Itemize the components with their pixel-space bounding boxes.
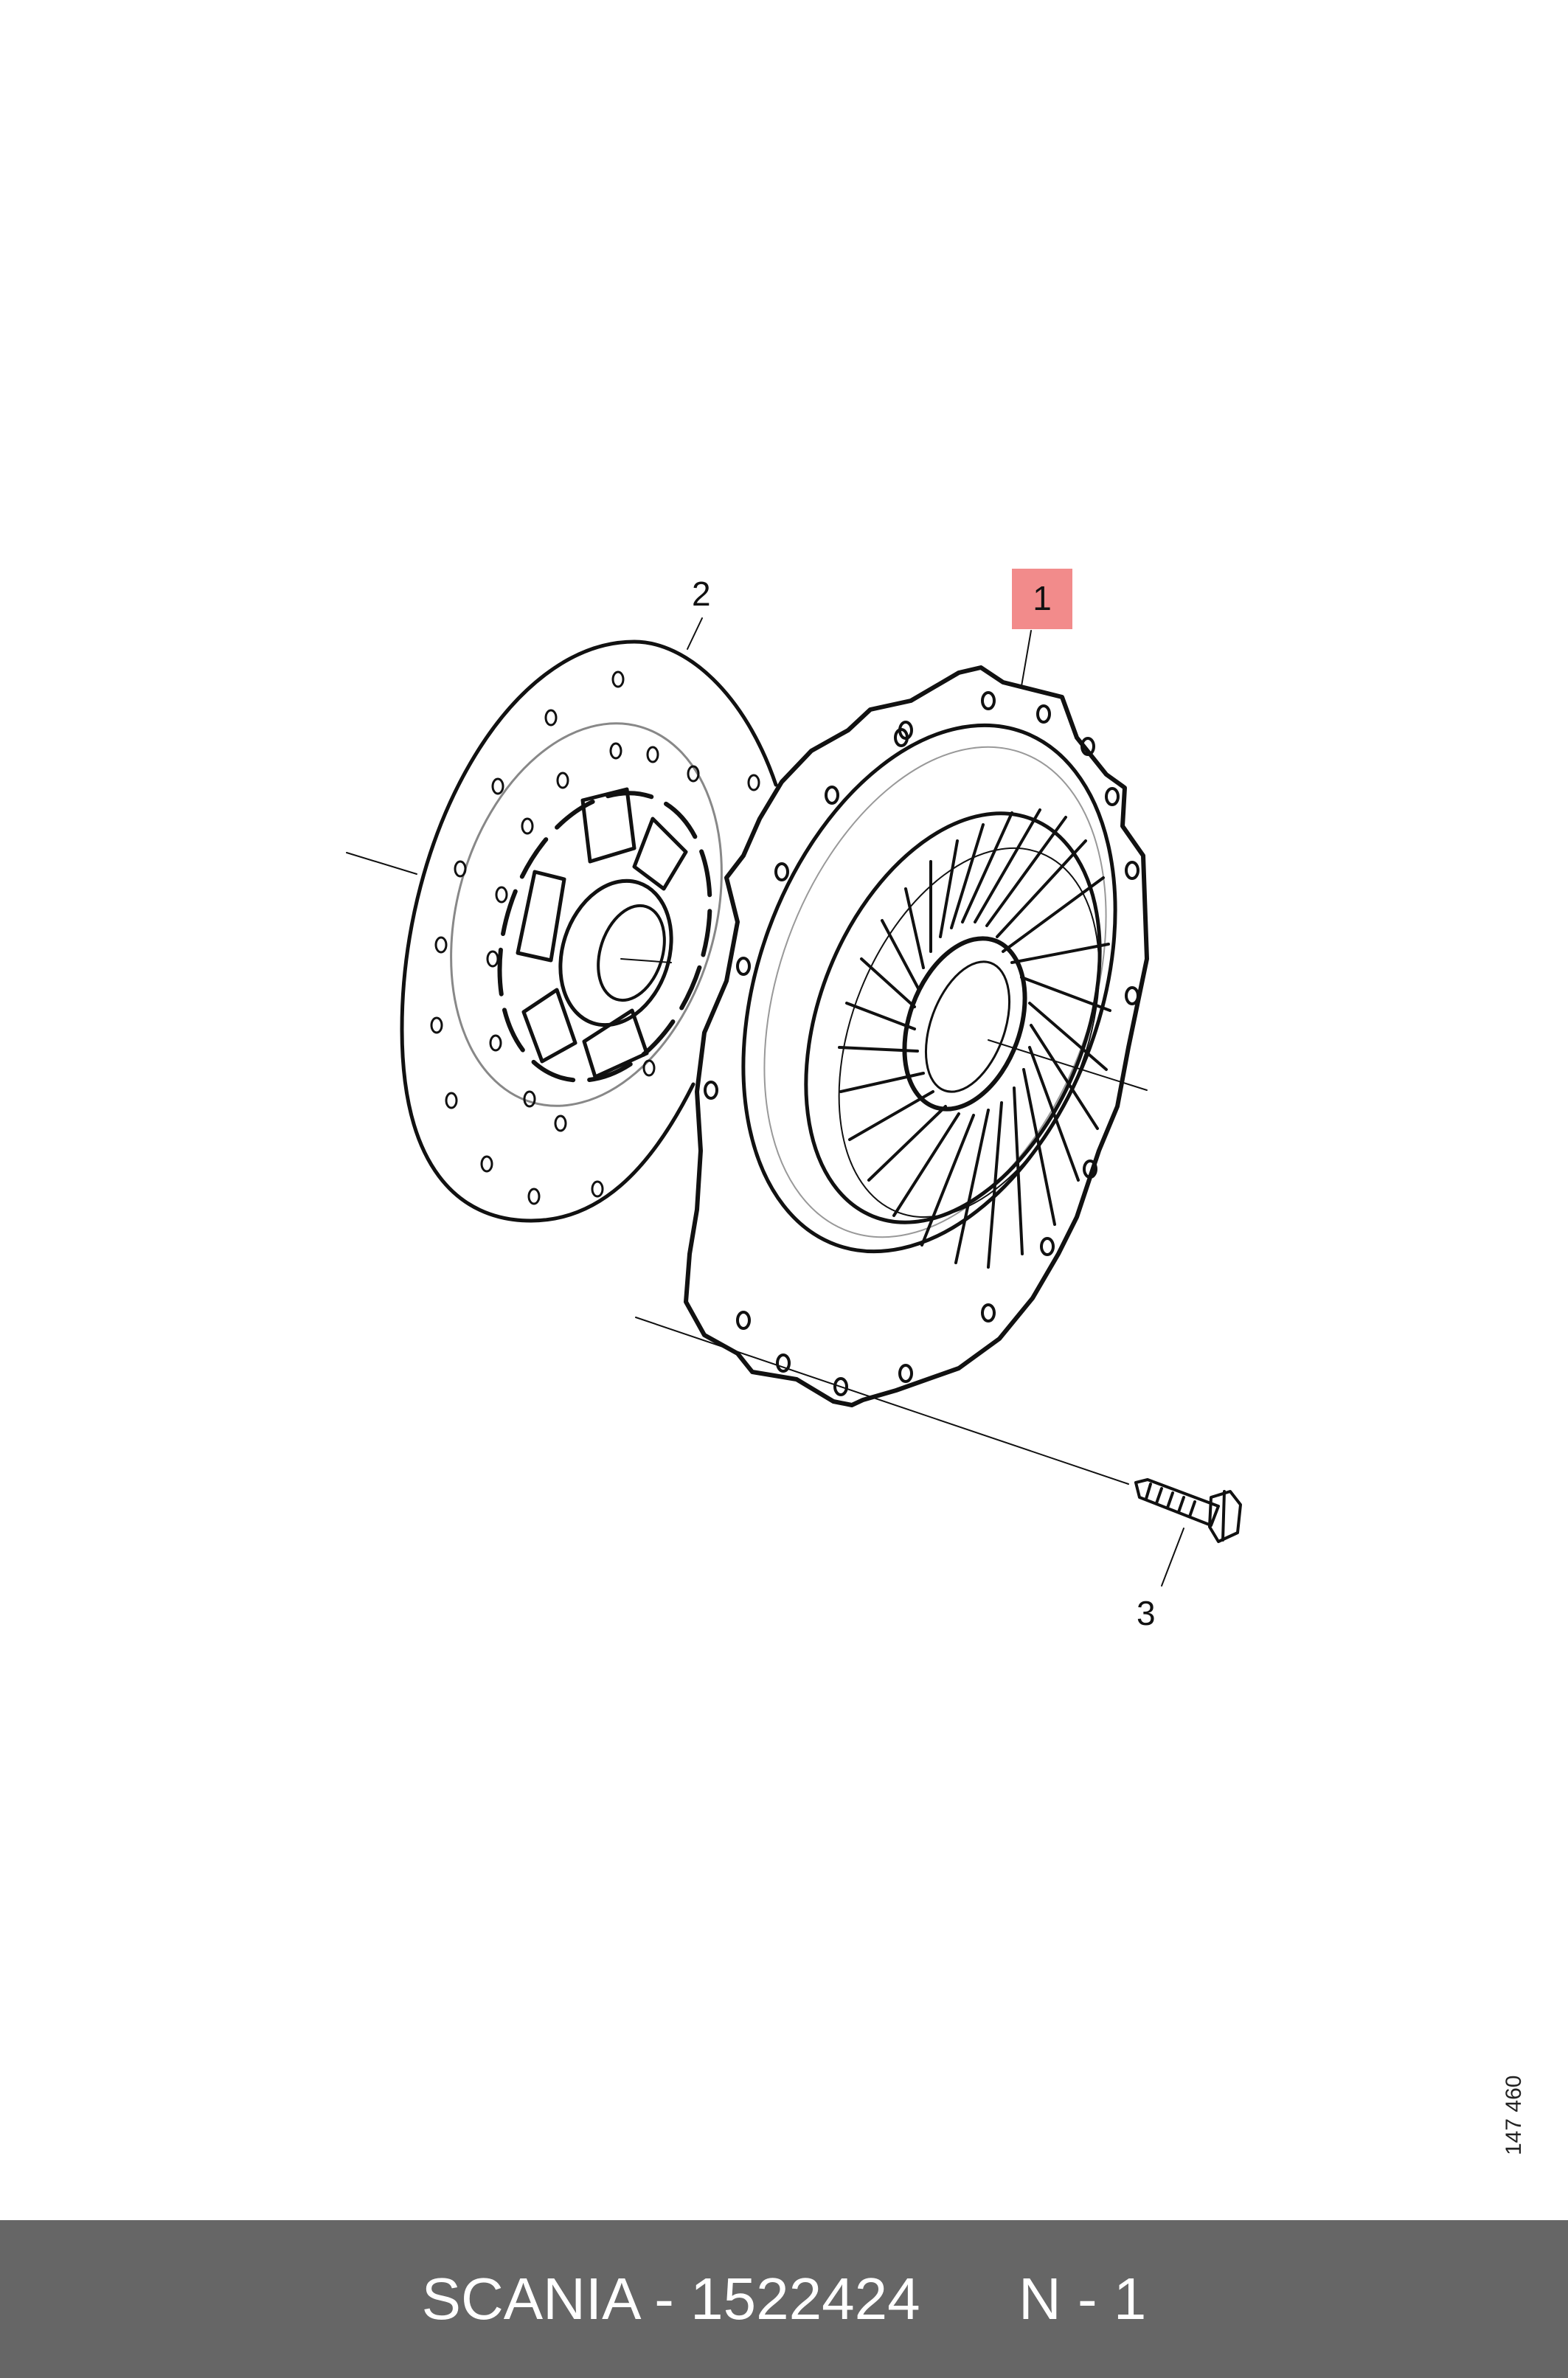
footer-note: N - 1 bbox=[1018, 2266, 1147, 2332]
clutch-exploded-diagram bbox=[346, 617, 1242, 1587]
callout-clutch-disc: 2 bbox=[692, 575, 711, 613]
footer-bar: SCANIA - 1522424 N - 1 bbox=[0, 2220, 1568, 2378]
leader-line-1 bbox=[1021, 630, 1032, 687]
pressure-plate bbox=[684, 665, 1149, 1407]
footer-text: SCANIA - 1522424 N - 1 bbox=[421, 2266, 1147, 2332]
callout-1-highlight bbox=[1012, 569, 1072, 629]
callout-bolt: 3 bbox=[1137, 1594, 1156, 1632]
diaphragm-fingers bbox=[838, 808, 1111, 1269]
callout-pressure-plate: 1 bbox=[1033, 579, 1052, 617]
friction-rivet-holes bbox=[430, 670, 760, 1205]
clutch-disc bbox=[346, 639, 778, 1223]
footer-part-number: 1522424 bbox=[690, 2266, 920, 2332]
bolt bbox=[1134, 1478, 1242, 1587]
cover-bolt-holes bbox=[704, 691, 1139, 1396]
drawing-number: 147 460 bbox=[1502, 2075, 1526, 2155]
bolt-axis-line bbox=[635, 1317, 1129, 1485]
footer-brand: SCANIA bbox=[421, 2266, 639, 2332]
leader-line-2 bbox=[687, 617, 703, 650]
